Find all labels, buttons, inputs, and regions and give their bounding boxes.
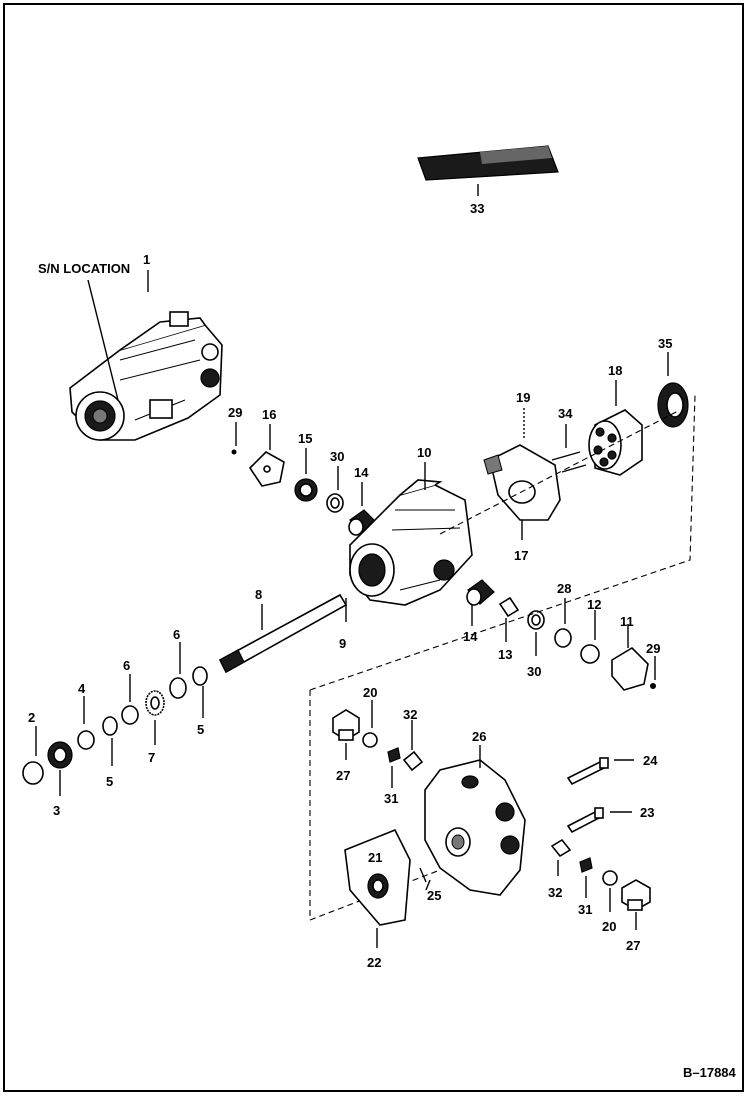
callout-30-top: 30 — [330, 449, 344, 464]
callout-31-lower: 31 — [578, 902, 592, 917]
callout-17: 17 — [514, 548, 528, 563]
part-30-washer-lower — [527, 610, 545, 656]
part-7-bearing — [145, 690, 165, 745]
callout-32-upper: 32 — [403, 707, 417, 722]
part-31-spring-upper — [387, 747, 401, 788]
part-23-bolt — [566, 807, 632, 834]
part-13-bushing — [498, 596, 520, 642]
drawing-reference-number: B–17884 — [683, 1065, 737, 1080]
callout-30-lower: 30 — [527, 664, 541, 679]
callout-11: 11 — [620, 614, 634, 629]
part-28-oring — [554, 598, 572, 648]
part-1-pump-assembly — [69, 270, 223, 441]
part-24-bolt — [566, 757, 634, 786]
callout-25: 25 — [427, 888, 441, 903]
part-6-shim-b — [169, 642, 187, 699]
callout-2: 2 — [28, 710, 35, 725]
part-16-cover — [248, 424, 285, 487]
part-31-spring-lower — [579, 857, 593, 898]
part-29-screw-lower — [650, 656, 656, 689]
sn-location-label: S/N LOCATION — [38, 261, 130, 276]
callout-27-upper: 27 — [336, 768, 350, 783]
callout-19: 19 — [516, 390, 530, 405]
callout-7: 7 — [148, 750, 155, 765]
callout-20-upper: 20 — [363, 685, 377, 700]
part-4-washer — [77, 696, 95, 750]
part-10-housing — [349, 462, 473, 606]
part-29-screw-top — [231, 422, 237, 455]
part-11-cover — [611, 624, 649, 691]
part-30-washer-top — [326, 466, 344, 513]
part-12-oring — [580, 610, 600, 664]
part-8-shaft — [218, 593, 348, 674]
part-2-retaining-ring — [22, 726, 44, 785]
part-27-plug-lower — [621, 879, 651, 930]
part-25-pin — [419, 867, 431, 891]
sn-location-leader — [87, 279, 119, 401]
callout-27-lower: 27 — [626, 938, 640, 953]
callout-3: 3 — [53, 803, 60, 818]
callout-8: 8 — [255, 587, 262, 602]
callout-4: 4 — [78, 681, 86, 696]
callout-12: 12 — [587, 597, 601, 612]
callout-21: 21 — [368, 850, 382, 865]
callout-14-lower: 14 — [463, 629, 478, 644]
callout-33: 33 — [470, 201, 484, 216]
part-20-oring-upper — [362, 700, 378, 748]
callout-13: 13 — [498, 647, 512, 662]
part-33-decal — [417, 145, 559, 196]
callout-5-lower: 5 — [106, 774, 113, 789]
part-32-poppet-lower — [550, 838, 572, 876]
part-6-shim-a — [192, 666, 208, 686]
callout-29-lower: 29 — [646, 641, 660, 656]
callout-5-upper: 5 — [197, 722, 204, 737]
diagram-frame — [3, 3, 744, 1092]
callout-32-lower: 32 — [548, 885, 562, 900]
callout-34: 34 — [558, 406, 573, 421]
part-18-rotating-group — [588, 380, 643, 476]
part-6-shim-c — [121, 674, 139, 725]
callout-18: 18 — [608, 363, 622, 378]
callout-9: 9 — [339, 636, 346, 651]
part-26-end-cap — [424, 745, 526, 896]
callout-15: 15 — [298, 431, 312, 446]
part-3-bearing — [47, 741, 73, 796]
callout-28: 28 — [557, 581, 571, 596]
callout-35: 35 — [658, 336, 672, 351]
callout-31-upper: 31 — [384, 791, 398, 806]
part-14-bearing-top — [348, 482, 377, 536]
callout-20-lower: 20 — [602, 919, 616, 934]
callout-22: 22 — [367, 955, 381, 970]
callout-26: 26 — [472, 729, 486, 744]
part-21-bearing — [367, 873, 389, 899]
callout-14-top: 14 — [354, 465, 369, 480]
dashed-guide-axis — [439, 409, 681, 535]
callout-24: 24 — [643, 753, 658, 768]
callout-6-middle: 6 — [123, 658, 130, 673]
dashed-guide-right — [309, 394, 696, 691]
callout-16: 16 — [262, 407, 276, 422]
part-27-plug-upper — [332, 709, 360, 760]
part-35-plate — [657, 352, 689, 428]
callout-1: 1 — [143, 252, 150, 267]
part-32-poppet-upper — [402, 720, 424, 772]
part-15-seal — [294, 448, 318, 502]
callout-29-top: 29 — [228, 405, 242, 420]
part-5-ring-lower — [102, 716, 118, 766]
part-20-oring-lower — [602, 870, 618, 912]
part-34-pins — [551, 424, 587, 473]
callout-10: 10 — [417, 445, 431, 460]
callout-23: 23 — [640, 805, 654, 820]
part-17-swashplate — [483, 444, 561, 540]
callout-6-upper: 6 — [173, 627, 180, 642]
part-14-bearing-lower — [466, 579, 495, 626]
